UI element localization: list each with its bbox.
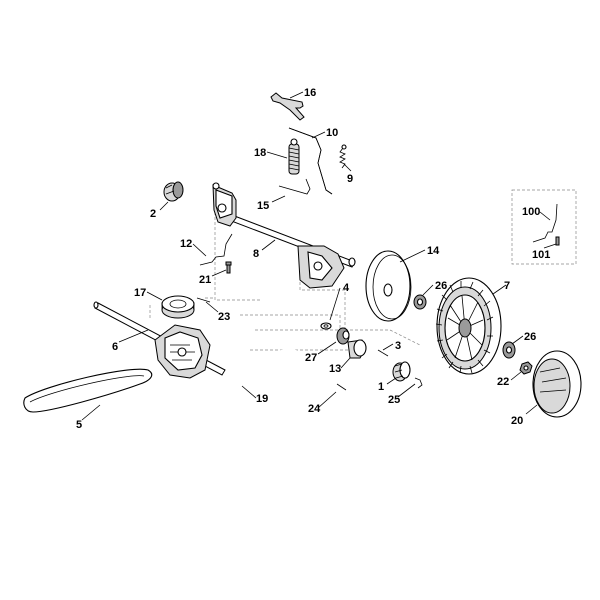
part-19-lever <box>153 348 320 446</box>
callout-27: 27 <box>305 352 317 364</box>
callout-101: 101 <box>532 249 550 261</box>
callout-labels: 16 10 18 9 15 2 8 12 21 14 100 101 17 23… <box>76 87 550 431</box>
callout-7: 7 <box>504 280 510 292</box>
part-10-rod <box>288 127 333 195</box>
callout-1: 1 <box>378 381 384 393</box>
alignment-lines <box>149 189 577 351</box>
part-27-bushing <box>336 327 350 345</box>
part-3-pin <box>377 349 389 357</box>
callout-20: 20 <box>511 415 523 427</box>
part-26-washer-b <box>502 341 516 359</box>
part-17-pulley <box>161 295 195 319</box>
callout-14: 14 <box>427 245 440 257</box>
part-13-drive-dog <box>347 339 367 359</box>
part-101-pin <box>555 236 560 246</box>
callout-26-lower: 26 <box>524 331 536 343</box>
part-2-bushing <box>163 181 184 202</box>
callout-25: 25 <box>388 394 400 406</box>
callout-4: 4 <box>343 282 350 294</box>
part-7-wheel <box>435 277 502 375</box>
callout-2: 2 <box>150 208 156 220</box>
part-9-spring <box>339 144 347 169</box>
callout-21: 21 <box>199 274 211 286</box>
part-4-washer <box>320 322 332 330</box>
callout-9: 9 <box>347 173 353 185</box>
part-23-pin <box>196 297 211 303</box>
callout-17: 17 <box>134 287 146 299</box>
leader-lines <box>81 91 557 421</box>
callout-13: 13 <box>329 363 341 375</box>
callout-3: 3 <box>395 340 401 352</box>
optional-kit-box <box>511 189 577 265</box>
callout-10: 10 <box>326 127 338 139</box>
part-20-hubcap <box>532 350 582 418</box>
part-25-clip <box>414 377 423 389</box>
part-22-nut <box>519 361 533 375</box>
part-6-shaft <box>93 301 226 379</box>
callout-15: 15 <box>257 200 269 212</box>
part-24-pin <box>336 383 347 391</box>
part-12-wire <box>199 233 233 266</box>
part-14-disc <box>365 250 412 322</box>
callout-19: 19 <box>256 393 268 405</box>
callout-8: 8 <box>253 248 259 260</box>
part-16-bracket <box>270 92 305 121</box>
part-21-pin <box>225 261 232 274</box>
part-8-axle <box>212 182 356 289</box>
part-26-washer-a <box>413 294 427 310</box>
callout-23: 23 <box>218 311 230 323</box>
part-18-spring <box>288 138 300 175</box>
callout-12: 12 <box>180 238 192 250</box>
callout-16: 16 <box>304 87 316 99</box>
part-100-wire <box>532 203 558 243</box>
part-15-wire <box>278 178 311 195</box>
callout-5: 5 <box>76 419 82 431</box>
callout-100: 100 <box>522 206 540 218</box>
callout-18: 18 <box>254 147 266 159</box>
part-5-belt <box>23 368 153 413</box>
callout-6: 6 <box>112 341 118 353</box>
part-1-pinion <box>392 361 411 382</box>
callout-22: 22 <box>497 376 509 388</box>
callout-26-upper: 26 <box>435 280 447 292</box>
callout-24: 24 <box>308 403 321 415</box>
